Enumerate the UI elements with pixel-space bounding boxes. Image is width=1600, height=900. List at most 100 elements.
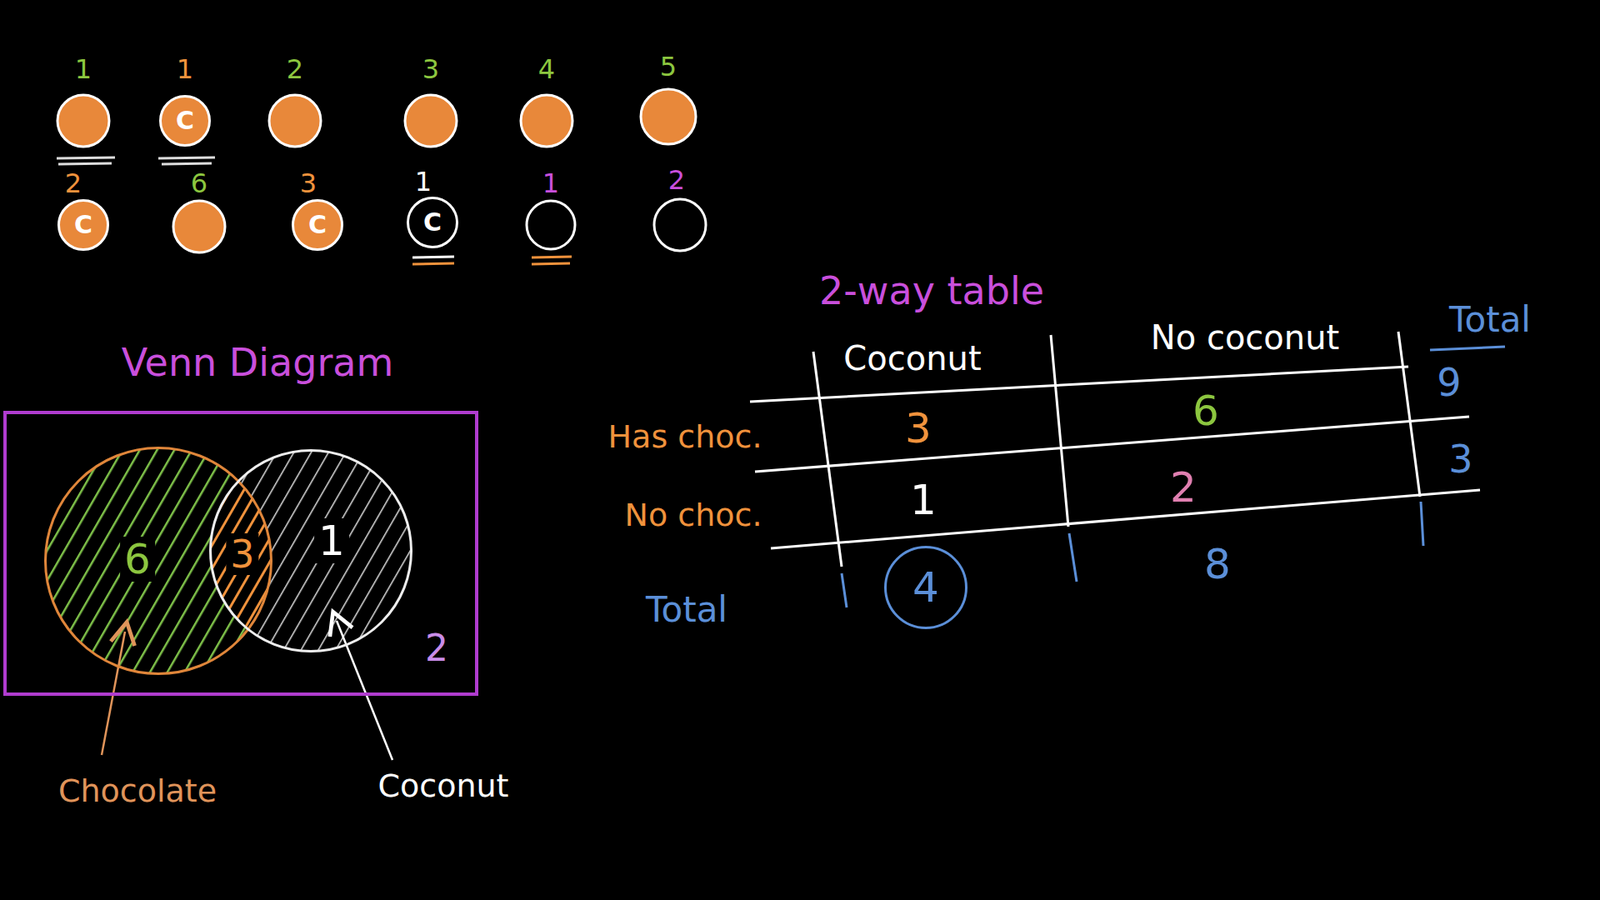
- text-slot: Total: [645, 592, 728, 628]
- cookie-mark: C: [175, 108, 195, 134]
- set-count: 6: [120, 536, 155, 582]
- table-cell: 8: [1204, 543, 1231, 585]
- coconut-cookie-shape: [293, 200, 343, 250]
- table-cell: 9: [1436, 363, 1461, 402]
- cookie: [173, 200, 225, 253]
- circled-total-shape: [885, 547, 967, 629]
- table-line: [813, 351, 842, 567]
- cookie-mark: C: [74, 212, 93, 238]
- coconut-ground: [210, 450, 411, 651]
- cookie-mark: C: [423, 210, 442, 235]
- text-slot: C: [423, 210, 442, 235]
- underline: [412, 256, 455, 258]
- text-slot: Coconut: [378, 770, 510, 802]
- cookie-number: 1: [176, 55, 194, 83]
- text-slot: 6: [190, 170, 208, 197]
- underline: [1430, 346, 1505, 350]
- cookie-number: 6: [190, 170, 208, 197]
- cookie: [57, 95, 110, 147]
- table-cell: 3: [905, 407, 932, 450]
- overlap-hatch: [210, 450, 411, 651]
- text-slot: No choc.: [625, 499, 763, 531]
- venn-frame-outline: [3, 329, 479, 696]
- text-slot: 1: [910, 479, 937, 521]
- text-slot: 2: [1170, 466, 1197, 509]
- text-slot: C: [308, 212, 327, 238]
- table-line: [1050, 335, 1069, 527]
- text-slot: 2: [286, 55, 304, 83]
- table-cell: 6: [1192, 390, 1220, 432]
- text-slot: 2: [668, 166, 685, 194]
- text-slot: Coconut: [843, 341, 981, 375]
- text-slot: 4: [538, 55, 555, 83]
- underline: [158, 157, 215, 165]
- text-slot: No coconut: [1150, 320, 1340, 355]
- cookie: [640, 89, 696, 145]
- cookie-number: 1: [542, 170, 560, 197]
- coconut-cookie: C: [57, 199, 110, 251]
- cookie: [269, 95, 321, 147]
- text-slot: 3: [300, 170, 317, 197]
- column-header: No coconut: [1150, 320, 1340, 355]
- table-title: 2-way table: [819, 271, 1045, 310]
- coconut-set-shape: [210, 450, 412, 652]
- text-slot: 1: [542, 170, 560, 197]
- cookie-outline: [654, 199, 706, 251]
- text-slot: 1: [176, 55, 194, 83]
- row-header: Total: [645, 592, 728, 628]
- overlap-count: 3: [225, 533, 259, 575]
- underline: [412, 263, 455, 265]
- table-cell: 4: [912, 566, 940, 609]
- cookie-outline: [526, 200, 575, 250]
- text-slot: 3: [422, 55, 440, 83]
- row-header: No choc.: [625, 499, 763, 531]
- table-line: [755, 416, 1470, 472]
- text-slot: C: [175, 108, 195, 134]
- coconut-cookie-shape: [160, 96, 210, 146]
- coconut-cookie: C: [406, 196, 459, 249]
- cookie-number: 2: [65, 170, 82, 197]
- text-slot: 6: [120, 536, 155, 582]
- text-slot: Total: [1449, 302, 1531, 338]
- leader-arrow: [336, 620, 393, 760]
- text-slot: 4: [912, 566, 940, 609]
- cookie-number: 5: [660, 53, 677, 80]
- set-count: 1: [314, 518, 350, 564]
- circled-total: 4: [884, 545, 968, 630]
- cookie: [520, 95, 573, 147]
- set-label: Coconut: [378, 770, 510, 802]
- column-header: Coconut: [843, 341, 981, 375]
- text-slot: 5: [660, 53, 677, 80]
- text-slot: 1: [75, 55, 92, 83]
- coconut-cookie-shape: [408, 198, 458, 248]
- coconut-cookie-shape: [59, 200, 109, 250]
- overlap-ground: [210, 450, 411, 651]
- text-slot: 1: [314, 518, 350, 564]
- text-slot: 2: [65, 170, 82, 197]
- set-label: Chocolate: [58, 775, 217, 807]
- row-header: Has choc.: [608, 420, 763, 453]
- text-slot: 9: [1436, 363, 1461, 402]
- text-slot: C: [74, 212, 93, 238]
- text-slot: 3: [905, 407, 932, 450]
- cookie-number: 3: [300, 170, 317, 197]
- venn-title: Venn Diagram: [121, 343, 395, 382]
- cookie-number: 1: [415, 168, 432, 195]
- underline: [531, 256, 572, 265]
- text-slot: 3: [1448, 440, 1473, 479]
- table-line: [770, 490, 1480, 549]
- table-cell: 2: [1170, 466, 1197, 509]
- table-line: [1398, 331, 1420, 497]
- coconut-cookie: C: [291, 199, 344, 251]
- cookie-mark: C: [308, 212, 327, 238]
- text-slot: Chocolate: [58, 775, 217, 807]
- column-header: Total: [1449, 302, 1531, 338]
- venn-frame: 6 1 Venn Diagram 2: [3, 329, 479, 696]
- text-slot: Has choc.: [608, 420, 763, 453]
- outside-count: 2: [420, 628, 453, 669]
- cookie-number: 4: [538, 55, 555, 83]
- text-slot: 6: [1192, 390, 1220, 432]
- underline: [56, 157, 115, 165]
